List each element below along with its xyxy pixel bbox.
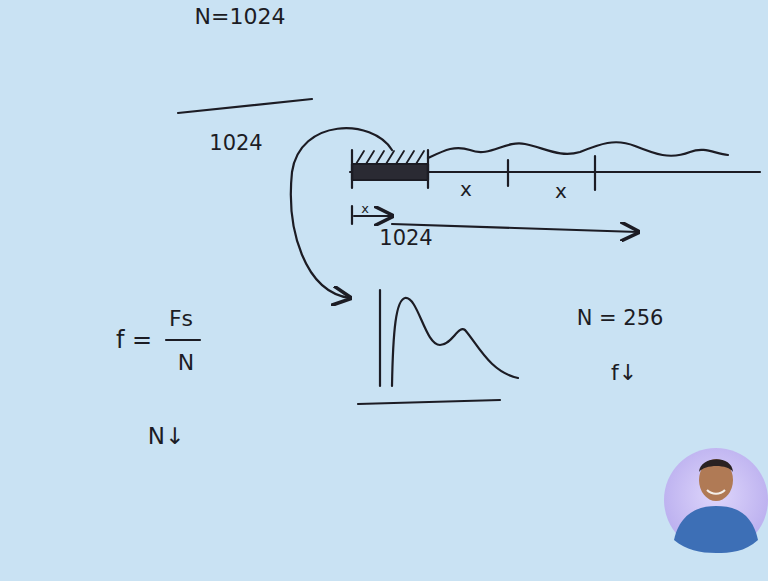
length-arrow [354,215,392,217]
hatch-lines [356,151,424,164]
handwritten-label: N↓ [148,423,184,449]
presenter-inset [664,448,768,553]
transform-arrow [291,128,392,298]
handwritten-label: x [361,201,369,216]
underline [178,99,312,113]
fraction-bar [166,339,200,341]
spectrum-curve [392,298,518,386]
handwritten-label: x [460,177,472,201]
handwritten-label: f = [116,326,152,354]
segment-ticks [508,156,595,190]
handwritten-label: 1024 [379,226,432,250]
spectrum-baseline [358,400,500,404]
handwritten-label: f↓ [611,360,637,385]
handwritten-label: 1024 [209,131,262,155]
start-tick [351,206,353,224]
spectrum-axis [379,290,381,386]
window-block [352,164,428,180]
handwritten-label: N [178,350,194,375]
handwritten-label: x [555,179,567,203]
window-edges [352,150,428,188]
signal-wave [428,142,728,158]
handwritten-label: N=1024 [195,4,286,29]
handwritten-label: N = 256 [577,306,664,330]
handwritten-label: Fs [169,306,193,331]
